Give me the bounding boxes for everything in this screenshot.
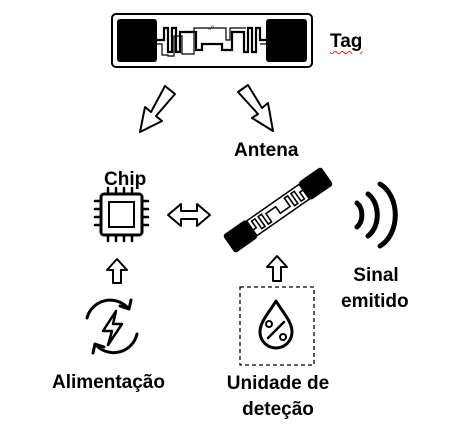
signal-label-line2: emitido (341, 291, 409, 312)
signal-label: Sinal (346, 265, 406, 287)
sensing-label: Unidade de deteção (218, 373, 338, 421)
antenna-label: Antena (234, 140, 299, 161)
chip-label: Chip (104, 169, 147, 190)
power-label: Alimentação (52, 372, 165, 393)
sensing-label-line2: deteção (242, 399, 314, 420)
sensing-label-line1: Unidade de (226, 373, 330, 394)
signal-label-line1: Sinal (353, 265, 399, 286)
svg-text:☍: ☍ (208, 25, 214, 32)
signal-label-2: emitido (341, 291, 409, 313)
tag-label: Tag (330, 31, 363, 52)
